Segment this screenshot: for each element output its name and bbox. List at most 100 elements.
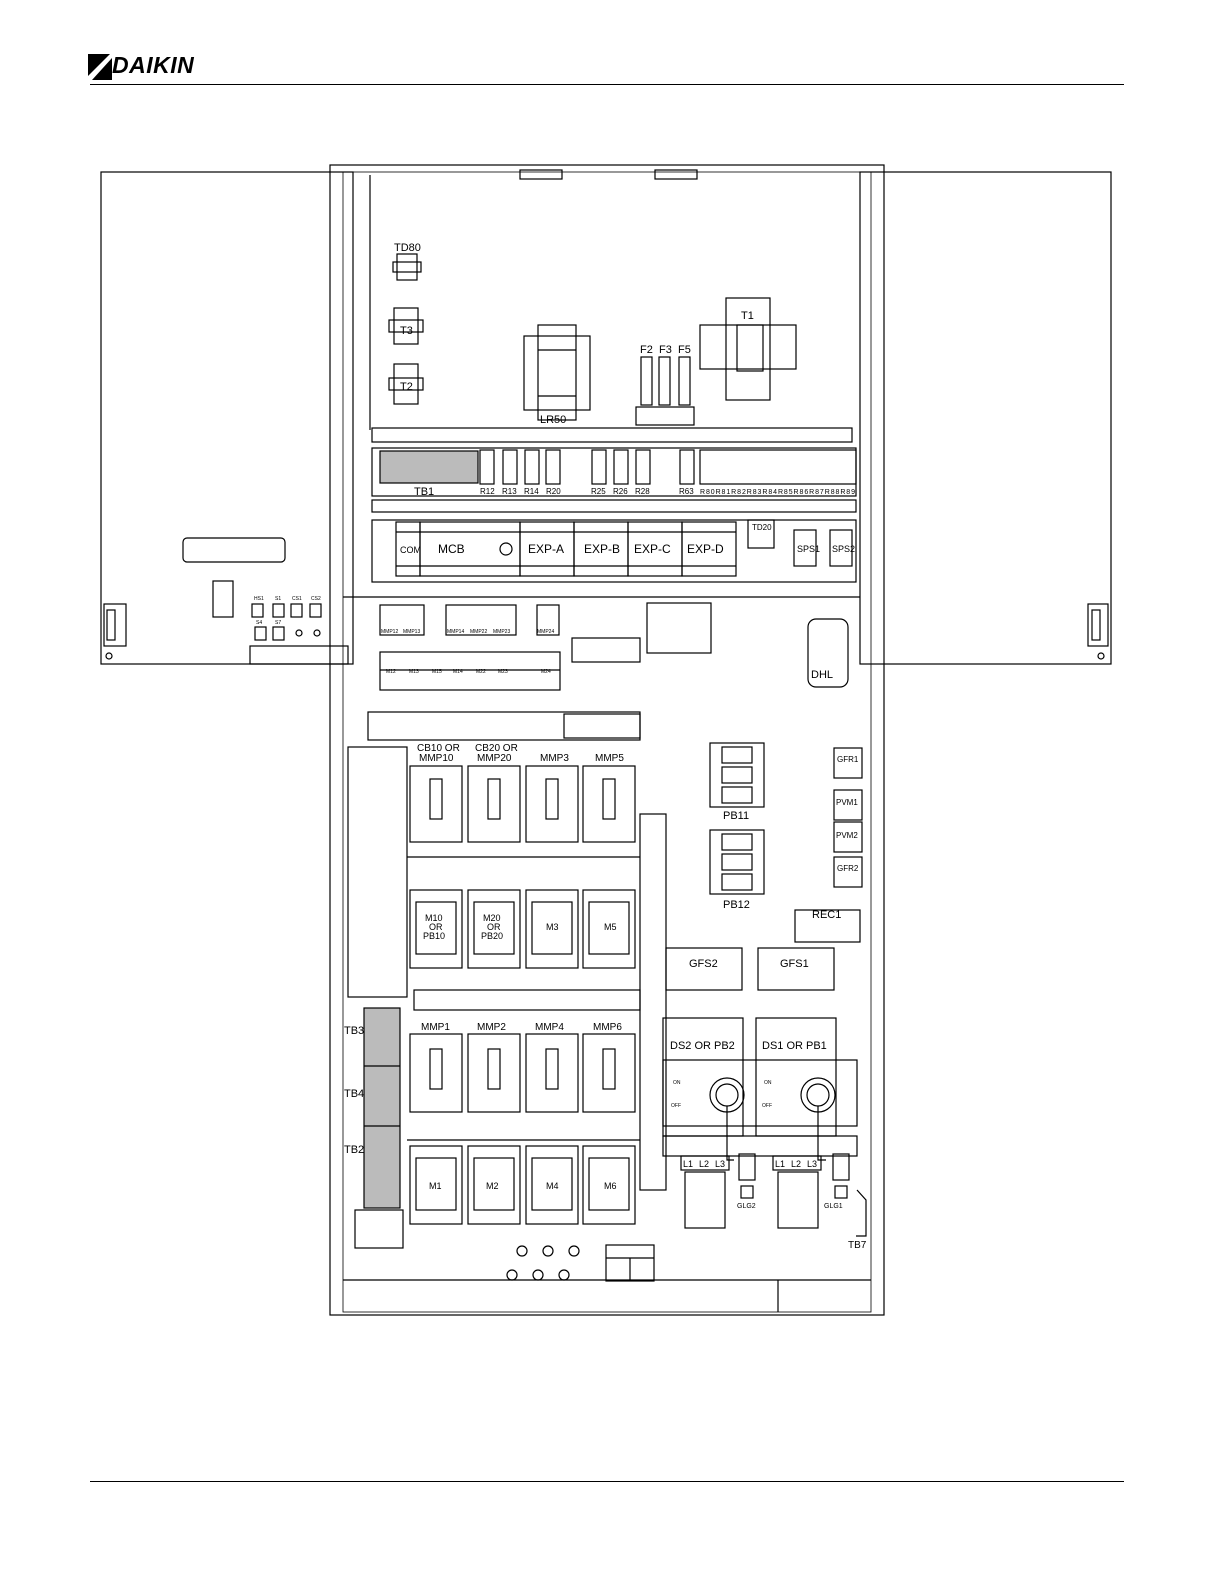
label-r28: R28 — [635, 487, 650, 496]
label-l3-ds2: L3 — [715, 1159, 725, 1169]
label-r25: R25 — [591, 487, 606, 496]
label-tb4: TB4 — [344, 1088, 364, 1100]
label-mmp1: MMP1 — [421, 1022, 450, 1033]
lower-contactor-row — [407, 1139, 655, 1282]
label-gfs2: GFS2 — [689, 958, 718, 970]
transformer-t3 — [388, 307, 424, 345]
label-mmp3: MMP3 — [540, 753, 569, 764]
label-m23: M23 — [498, 669, 508, 675]
transformer-t2 — [388, 363, 424, 405]
label-f2: F2 — [640, 344, 653, 356]
transformer-t1 — [699, 297, 797, 401]
label-r13: R13 — [502, 487, 517, 496]
right-door — [859, 171, 1112, 665]
label-pb11: PB11 — [723, 810, 749, 822]
label-pvm1: PVM1 — [836, 798, 858, 807]
label-exp-b: EXP-B — [584, 542, 620, 556]
label-s1: S1 — [275, 596, 281, 602]
label-td20: TD20 — [752, 523, 772, 532]
label-cb10-mmp10: MMP10 — [419, 753, 454, 764]
label-l2-ds2: L2 — [699, 1159, 709, 1169]
label-off-ds1: OFF — [762, 1103, 772, 1109]
label-mmp2: MMP2 — [477, 1022, 506, 1033]
label-on-ds1: ON — [764, 1080, 772, 1086]
label-m20-or: OR — [487, 922, 501, 932]
label-r20: R20 — [546, 487, 561, 496]
label-m20: M20 — [483, 913, 501, 923]
label-m10-or: OR — [429, 922, 443, 932]
label-l3-ds1: L3 — [807, 1159, 817, 1169]
label-cb20-or: CB20 OR — [475, 743, 518, 754]
label-r14: R14 — [524, 487, 539, 496]
terminal-strip — [363, 1007, 401, 1209]
footer-rule — [90, 1481, 1124, 1482]
upper-mmp-row — [407, 765, 640, 858]
transformer-td80 — [392, 253, 422, 281]
label-tb3: TB3 — [344, 1025, 364, 1037]
label-m15: M15 — [432, 669, 442, 675]
label-mmp5: MMP5 — [595, 753, 624, 764]
label-dhl: DHL — [811, 669, 833, 681]
label-ds1: DS1 OR PB1 — [762, 1040, 827, 1052]
label-mmp6: MMP6 — [593, 1022, 622, 1033]
label-gfr2: GFR2 — [837, 864, 859, 873]
label-rec1: REC1 — [812, 909, 841, 921]
small-motor-protectors — [367, 602, 849, 741]
label-mmp24: MMP24 — [537, 629, 554, 635]
label-exp-a: EXP-A — [528, 542, 564, 556]
controller-modules — [395, 519, 853, 577]
label-m3: M3 — [546, 922, 559, 932]
right-side-monitors — [794, 747, 863, 943]
label-m13: M13 — [409, 669, 419, 675]
label-m14: M14 — [453, 669, 463, 675]
label-cb20-mmp20: MMP20 — [477, 753, 512, 764]
power-blocks — [709, 742, 765, 895]
label-mmp4: MMP4 — [535, 1022, 564, 1033]
label-t1: T1 — [741, 310, 754, 322]
label-pb20: PB20 — [481, 931, 503, 941]
label-sps2: SPS2 — [832, 544, 855, 554]
daikin-logo-icon — [88, 54, 112, 80]
label-l1-ds1: L1 — [775, 1159, 785, 1169]
label-r80-r89: R80R81R82R83R84R85R86R87R88R89 — [700, 489, 855, 496]
label-exp-c: EXP-C — [634, 542, 671, 556]
label-hs1: HS1 — [254, 596, 264, 602]
brand-name: DAIKIN — [112, 52, 195, 78]
label-gfr1: GFR1 — [837, 755, 859, 764]
label-t3: T3 — [400, 325, 413, 337]
label-m24: M24 — [541, 669, 551, 675]
label-mmp12: MMP12 — [381, 629, 398, 635]
label-mmp22: MMP22 — [470, 629, 487, 635]
cabinet-frame — [329, 164, 885, 1316]
label-pb10: PB10 — [423, 931, 445, 941]
label-r12: R12 — [480, 487, 495, 496]
terminal-block-tb1 — [379, 450, 479, 484]
label-r63: R63 — [679, 487, 694, 496]
label-gfs1: GFS1 — [780, 958, 809, 970]
left-terminal-column — [347, 746, 408, 998]
label-m6: M6 — [604, 1181, 617, 1191]
label-com: COM — [400, 545, 421, 555]
label-mmp14: MMP14 — [447, 629, 464, 635]
fuse-holders — [635, 356, 695, 426]
relays — [479, 449, 857, 485]
label-sps1: SPS1 — [797, 544, 820, 554]
label-cb10-or: CB10 OR — [417, 743, 460, 754]
label-mmp13: MMP13 — [403, 629, 420, 635]
label-s7: S7 — [275, 620, 281, 626]
label-f3: F3 — [659, 344, 672, 356]
label-m10: M10 — [425, 913, 443, 923]
label-ds2: DS2 OR PB2 — [670, 1040, 735, 1052]
vertical-bus-bar — [639, 813, 667, 1191]
label-tb2: TB2 — [344, 1144, 364, 1156]
label-tb1: TB1 — [414, 486, 434, 498]
label-l2-ds1: L2 — [791, 1159, 801, 1169]
label-off-ds2: OFF — [671, 1103, 681, 1109]
label-cs2: CS2 — [311, 596, 321, 602]
label-on-ds2: ON — [673, 1080, 681, 1086]
lower-mmp-row — [409, 1033, 636, 1113]
label-pb12: PB12 — [723, 899, 750, 911]
label-t2: T2 — [400, 381, 413, 393]
label-exp-d: EXP-D — [687, 542, 724, 556]
